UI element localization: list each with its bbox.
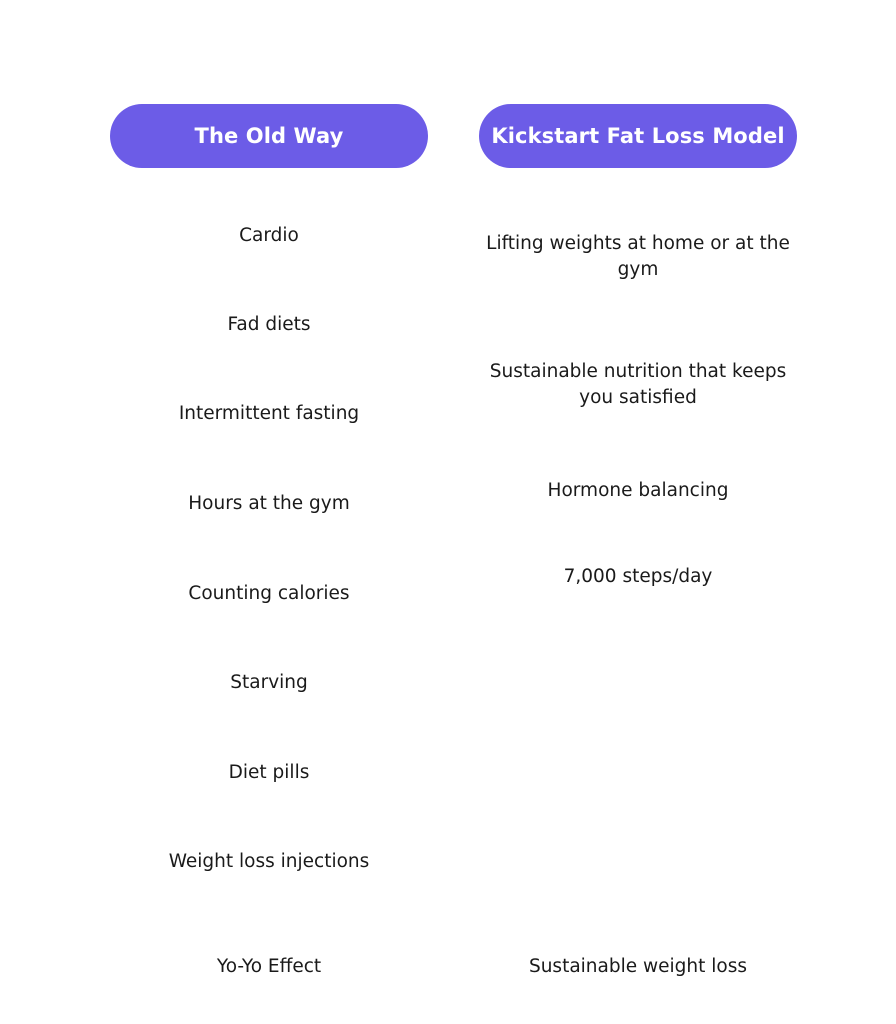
old-way-item-yo-yo-effect: Yo-Yo Effect [216, 956, 322, 977]
old-way-item-hours-at-gym: Hours at the gym [188, 493, 350, 514]
kickstart-item-sustainable-nutrition: Sustainable nutrition that keeps you sat… [489, 361, 787, 408]
old-way-item-starving: Starving [230, 672, 308, 693]
kickstart-item-steps-per-day: 7,000 steps/day [563, 566, 713, 587]
kickstart-item-lifting-weights: Lifting weights at home or at the gym [486, 233, 790, 280]
old-way-item-intermittent-fasting: Intermittent fasting [178, 403, 360, 424]
kickstart-item-hormone-balancing: Hormone balancing [547, 480, 729, 501]
old-way-item-fad-diets: Fad diets [227, 314, 311, 335]
old-way-item-counting-calories: Counting calories [188, 583, 350, 604]
kickstart-header: Kickstart Fat Loss Model [479, 104, 797, 168]
old-way-item-weight-loss-injections: Weight loss injections [168, 851, 370, 872]
kickstart-item-sustainable-weight-loss: Sustainable weight loss [528, 956, 748, 977]
old-way-item-cardio: Cardio [239, 225, 299, 246]
old-way-header: The Old Way [110, 104, 428, 168]
old-way-item-diet-pills: Diet pills [228, 762, 310, 783]
